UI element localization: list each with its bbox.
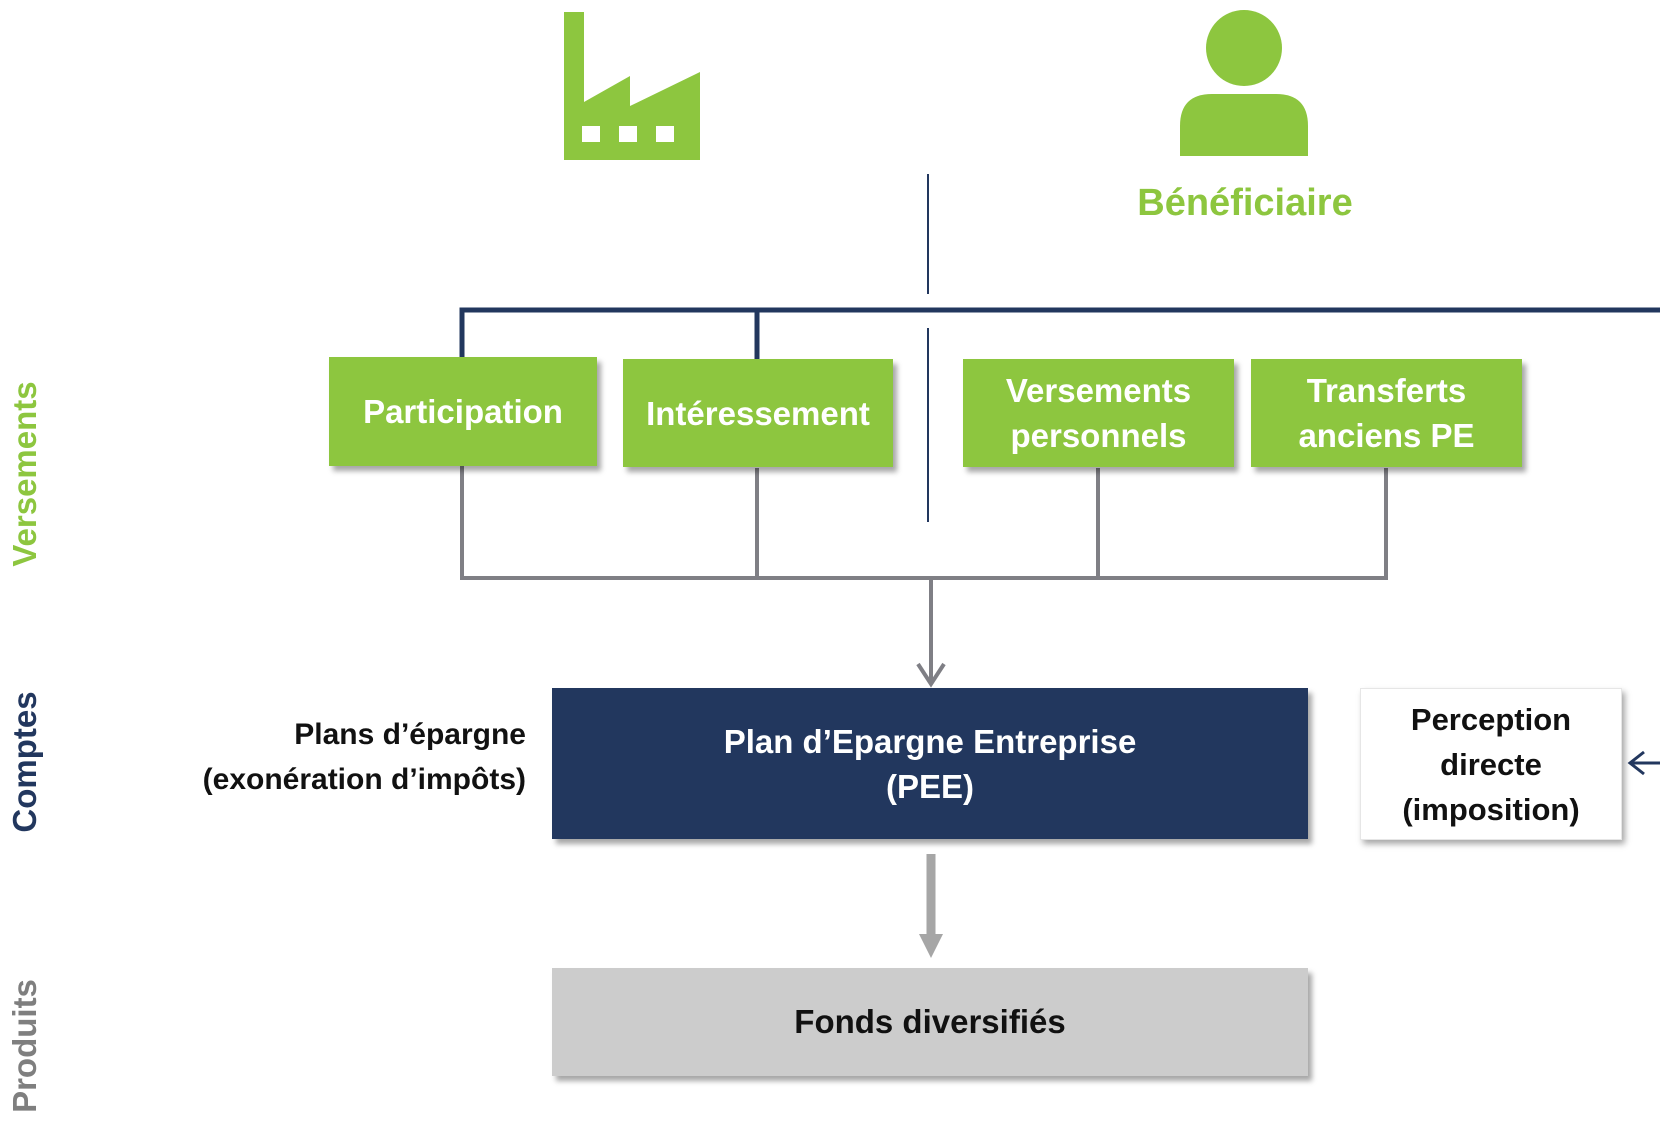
perception-line1: Perception — [1410, 701, 1572, 737]
perception-line2: directe — [1440, 746, 1542, 782]
arrowhead-to-pee — [916, 662, 946, 688]
perception-line3: (imposition) — [1402, 791, 1580, 827]
plans-line2: (exonération d’impôts) — [202, 763, 526, 796]
arrowhead-to-fonds — [919, 934, 943, 958]
participation-box: Participation — [329, 357, 597, 466]
transferts-line2: anciens PE — [1298, 417, 1475, 454]
versements-personnels-line2: personnels — [1010, 417, 1187, 454]
versements-personnels-line1: Versements — [1005, 372, 1192, 409]
perception-box: Perception directe (imposition) — [1360, 688, 1622, 840]
beneficiaire-label: Bénéficiaire — [1137, 182, 1353, 224]
transferts-box: Transferts anciens PE — [1251, 359, 1522, 467]
transferts-line1: Transferts — [1306, 372, 1467, 409]
interessement-label: Intéressement — [646, 394, 870, 432]
fonds-box: Fonds diversifiés — [552, 968, 1308, 1076]
plans-epargne-label: Plans d’épargne (exonération d’impôts) — [150, 712, 526, 802]
navy-bracket — [459, 307, 1660, 358]
plans-line1: Plans d’épargne — [294, 718, 526, 751]
arrowhead-to-perception — [1627, 750, 1645, 776]
fonds-label: Fonds diversifiés — [794, 1003, 1066, 1040]
pee-line2: (PEE) — [885, 767, 974, 805]
participation-label: Participation — [363, 393, 563, 430]
interessement-box: Intéressement — [623, 359, 893, 467]
pee-box: Plan d’Epargne Entreprise (PEE) — [552, 688, 1308, 839]
connector-lines — [459, 174, 1660, 958]
factory-icon — [564, 12, 700, 160]
versements-personnels-box: Versements personnels — [963, 359, 1234, 467]
person-icon — [1180, 10, 1308, 156]
pee-line1: Plan d’Epargne Entreprise — [723, 722, 1137, 760]
